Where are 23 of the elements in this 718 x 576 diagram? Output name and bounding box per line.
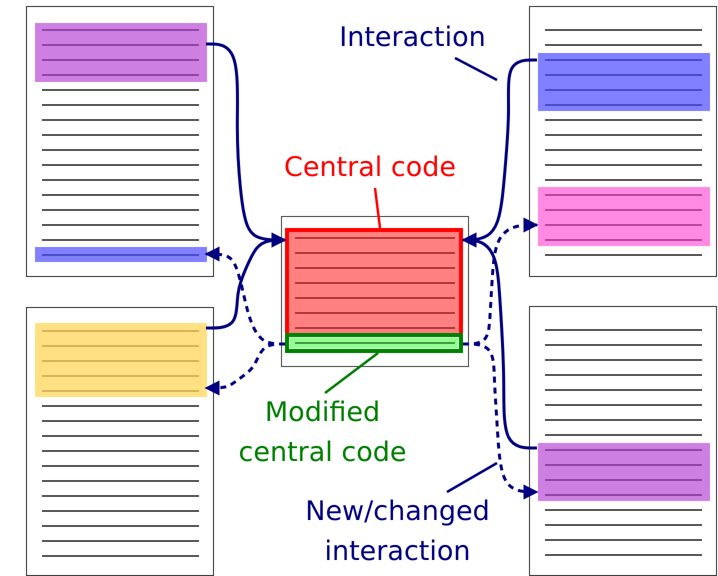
callout-label: New/changed interaction xyxy=(275,492,520,572)
leader-line xyxy=(446,462,498,494)
arrow xyxy=(206,232,286,330)
modified-code-bar xyxy=(285,333,463,353)
highlighted-block xyxy=(35,323,207,397)
document-page xyxy=(26,307,214,576)
highlighted-block xyxy=(35,23,207,82)
callout-label: Interaction xyxy=(320,18,505,58)
leader-line xyxy=(324,352,379,394)
document-page xyxy=(529,6,717,277)
callout-label: Modified central code xyxy=(220,393,425,473)
highlighted-block xyxy=(35,247,207,262)
callout-label: Central code xyxy=(250,148,490,188)
highlighted-block xyxy=(538,53,710,111)
document-page xyxy=(529,306,717,576)
central-code-block xyxy=(285,228,463,336)
highlighted-block xyxy=(538,443,710,501)
central-frame xyxy=(281,216,469,367)
arrow xyxy=(462,232,537,450)
leader-line xyxy=(374,188,382,228)
highlighted-block xyxy=(538,187,710,246)
leader-line xyxy=(454,56,498,82)
document-page xyxy=(26,6,214,277)
